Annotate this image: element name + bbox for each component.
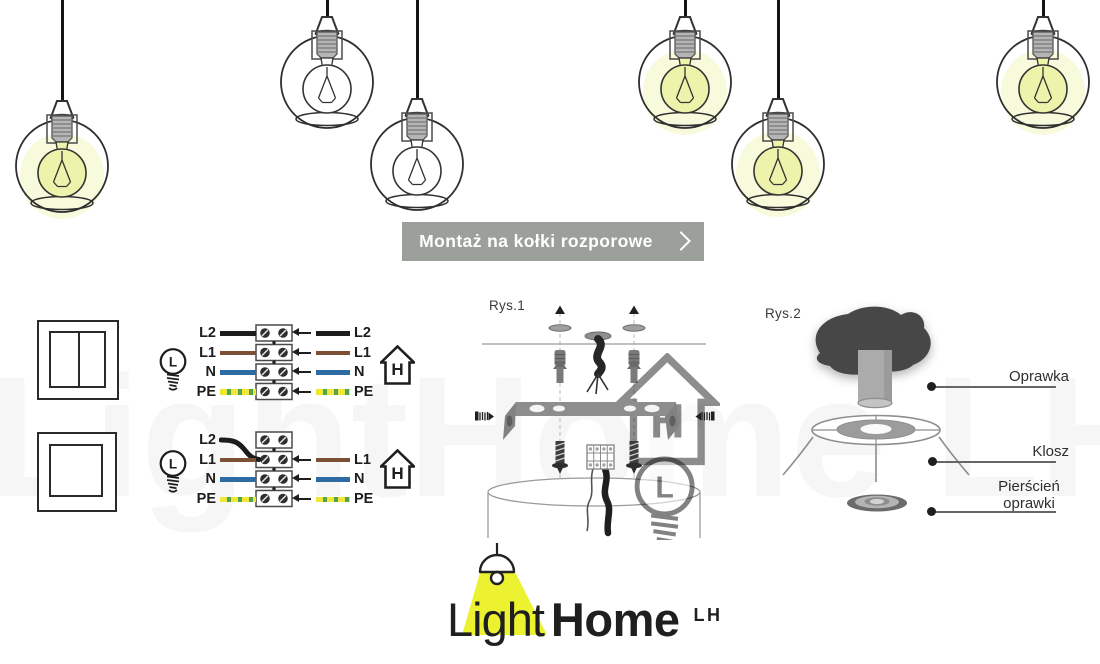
side-screw-left	[475, 411, 494, 421]
wire-L1-right	[316, 350, 350, 355]
light-beam	[462, 566, 547, 635]
ceiling-cable	[584, 331, 612, 395]
arrow-left-icon	[292, 454, 311, 464]
wire-N-right	[316, 477, 350, 482]
terminal-block-top	[255, 324, 293, 402]
pendant-lamp-5-lit	[726, 98, 830, 226]
wire-PE-right	[316, 389, 350, 395]
pendant-lamp-6-lit	[991, 16, 1095, 144]
wall-plug	[627, 350, 641, 383]
wire-N-left	[220, 477, 256, 482]
pendant-lamp-4-lit	[633, 16, 737, 144]
light-switch-single	[37, 432, 117, 512]
bulb-L-icon-small	[637, 459, 692, 540]
lamp-cord-3	[416, 0, 419, 99]
figure1-caption: Rys.1	[489, 298, 526, 313]
wire-label-left: PE	[196, 490, 216, 507]
wire-L1-left	[220, 457, 256, 462]
pendant-lamp-2-unlit	[275, 16, 379, 144]
wire-label-right: L1	[354, 451, 371, 468]
lamp-cord-6	[1042, 0, 1045, 17]
wire-label-left: L1	[199, 451, 216, 468]
arrow-left-icon	[292, 328, 311, 337]
lamp-cord-2	[326, 0, 329, 17]
wall-plug	[553, 350, 567, 383]
lamp-cord-1	[61, 0, 64, 101]
ceiling-canopy-blob	[815, 306, 931, 375]
callout-pierscien: Pierścień oprawki	[984, 478, 1074, 512]
figure2-caption: Rys.2	[765, 306, 802, 321]
canopy-wires	[586, 465, 613, 537]
arrow-left-icon	[292, 347, 311, 357]
wire-PE-right	[316, 496, 350, 502]
wire-L2-right	[316, 331, 350, 336]
leader-line-pierscien	[927, 508, 1056, 515]
wire-label-left: N	[205, 364, 216, 380]
lamp-cord-5	[777, 0, 780, 99]
logo-suffix-lh: LH	[693, 605, 723, 625]
arrow-left-icon	[292, 386, 311, 396]
banner-label: Montaż na kołki rozporowe	[419, 231, 653, 251]
wire-PE-left	[220, 389, 256, 395]
leader-line-klosz	[928, 458, 1056, 465]
logo-word-light: Light	[447, 593, 545, 646]
pendant-lamp-1-lit	[10, 100, 114, 228]
mounting-screw	[552, 441, 568, 474]
up-arrow-icon	[555, 305, 565, 314]
glass-shade-klosz	[782, 414, 970, 482]
socket-ring	[847, 494, 907, 512]
wire-label-right: L1	[354, 344, 371, 361]
washer	[548, 324, 572, 332]
logo-word-home: Home	[550, 593, 680, 646]
wire-label-right: N	[354, 364, 365, 380]
logo-lamp-shade	[478, 553, 516, 574]
switch-rocker-divider	[77, 333, 80, 386]
wire-L1-right	[316, 457, 350, 462]
terminal-connector	[586, 444, 615, 470]
arrow-left-icon	[292, 367, 311, 376]
mounting-screw	[626, 441, 642, 474]
socket-cylinder	[857, 350, 893, 409]
arrow-left-icon	[292, 493, 311, 503]
light-switch-double	[37, 320, 119, 400]
lighthome-logo-icon	[462, 543, 547, 635]
wire-L2-left	[220, 331, 256, 336]
callout-pierscien-line1: Pierścień	[998, 478, 1060, 495]
up-arrow-icon	[629, 305, 639, 314]
callout-pierscien-line2: oprawki	[1003, 494, 1055, 512]
lighthome-logo-text: Light Home LH	[447, 596, 723, 643]
washer	[622, 324, 646, 332]
wire-label-right: PE	[354, 383, 374, 400]
wire-label-left: L2	[199, 325, 216, 341]
wire-label-right: N	[354, 471, 365, 487]
wire-label-left: L2	[199, 432, 216, 448]
callout-klosz: Klosz	[1032, 443, 1069, 460]
lamp-cord-4	[684, 0, 687, 17]
wire-label-right: L2	[354, 325, 371, 341]
side-screw-right	[695, 411, 715, 421]
mounting-bracket	[503, 402, 679, 440]
chevron-right-icon	[671, 231, 691, 251]
arrow-left-icon	[292, 474, 311, 483]
wire-label-left: L1	[199, 344, 216, 361]
figure-rys1-mounting-diagram	[475, 305, 715, 540]
wire-N-right	[316, 370, 350, 375]
figure-rys2-exploded-view	[782, 306, 970, 512]
logo-lamp-bulb	[489, 570, 505, 586]
pendant-lamp-3-unlit	[365, 98, 469, 226]
leader-line-oprawka	[927, 383, 1056, 390]
wire-label-left: N	[205, 471, 216, 487]
wire-N-left	[220, 370, 256, 375]
section-banner[interactable]: Montaż na kołki rozporowe	[402, 222, 704, 261]
wire-label-left: PE	[196, 383, 216, 400]
wire-label-right: PE	[354, 490, 374, 507]
wire-PE-left	[220, 496, 256, 502]
callout-oprawka: Oprawka	[1008, 368, 1069, 385]
wire-L1-left	[220, 350, 256, 355]
